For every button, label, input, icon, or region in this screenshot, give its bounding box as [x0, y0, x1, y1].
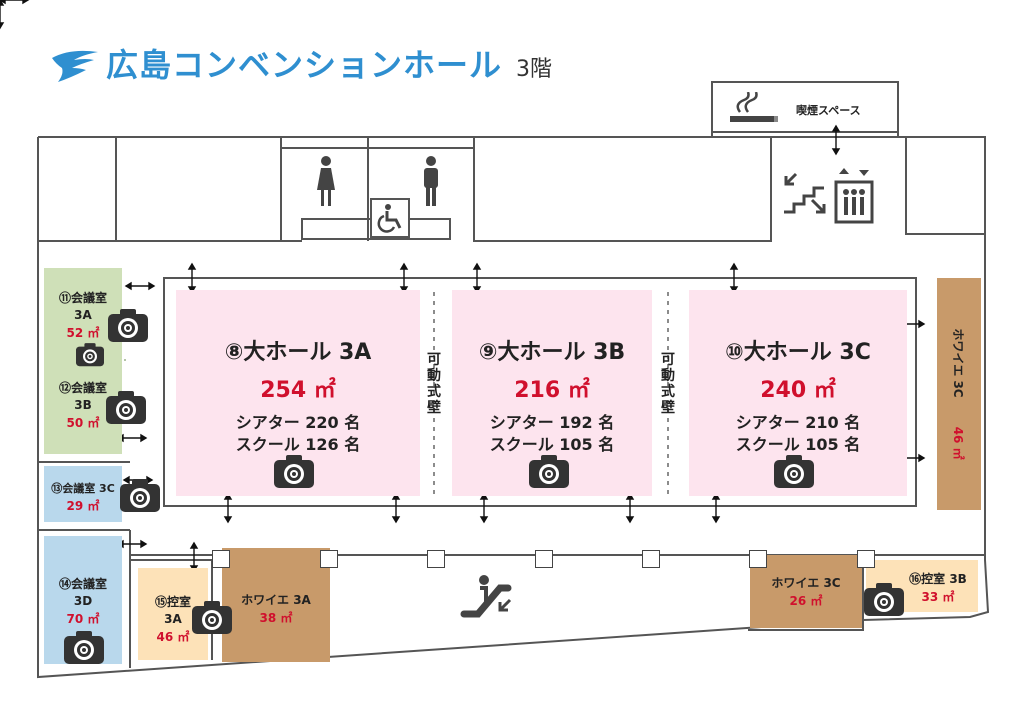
room-name: ホワイエ 3A [241, 593, 311, 607]
room-name: ⑪会議室 [58, 291, 107, 305]
room-sub: 3B [74, 398, 92, 412]
hall-capacity: シアター 220 名 スクール 126 名 [176, 412, 420, 456]
floor-label: 3階 [516, 57, 553, 82]
hall-name: ⑩大ホール 3C [725, 340, 871, 365]
room-area: 29 ㎡ [66, 499, 100, 513]
meeting-room-3b[interactable]: ⑫会議室 3B 50 ㎡ [44, 380, 122, 431]
accessible-restroom [370, 198, 410, 238]
theater-capacity: シアター 210 名 [735, 413, 861, 432]
meeting-room-3a[interactable]: ⑪会議室 3A 52 ㎡ [44, 290, 122, 341]
hall-capacity: シアター 192 名 スクール 105 名 [452, 412, 652, 456]
pillar [749, 550, 767, 568]
room-name: ホワイエ 3C [771, 576, 841, 590]
pillar [642, 550, 660, 568]
room-sub: 3D [73, 594, 93, 608]
room-name: ⑭会議室 [58, 577, 107, 591]
female-restroom-icon [317, 156, 335, 206]
hall-name: ⑨大ホール 3B [478, 340, 626, 365]
room-area: 46 ㎡ [951, 426, 965, 460]
vertical-label: ホワイエ 3C 46 ㎡ [949, 328, 969, 459]
male-restroom-icon [424, 156, 438, 206]
pillar [212, 550, 230, 568]
camera-icon[interactable] [76, 341, 106, 369]
stairs-icon [784, 172, 826, 214]
foyer-3c-side[interactable]: ホワイエ 3C 46 ㎡ [937, 278, 981, 510]
room-name: ⑬会議室 3C [51, 482, 115, 495]
room-name: ⑯控室 3B [909, 572, 967, 586]
hall-area: 254 ㎡ [260, 378, 336, 403]
room-area: 70 ㎡ [66, 612, 100, 626]
room-sub: 3A [74, 308, 92, 322]
meeting-room-3c[interactable]: ⑬会議室 3C 29 ㎡ [44, 466, 122, 522]
elevator-icon [834, 168, 874, 224]
room-area: 46 ㎡ [156, 630, 190, 644]
camera-icon[interactable] [108, 306, 148, 344]
room-area: 50 ㎡ [66, 416, 100, 430]
camera-icon[interactable] [274, 452, 314, 490]
camera-icon[interactable] [106, 388, 146, 426]
camera-icon[interactable] [192, 598, 232, 636]
accessible-restroom-icon [377, 204, 402, 233]
school-capacity: スクール 126 名 [235, 435, 361, 454]
smoking-icon [730, 92, 778, 122]
pillar [857, 550, 875, 568]
movable-wall-label: 可動式壁 [427, 352, 441, 416]
wing-logo-icon [52, 50, 98, 82]
foyer-3c-lower[interactable]: ホワイエ 3C 26 ㎡ [750, 555, 862, 628]
smoking-label: 喫煙スペース [796, 104, 861, 117]
room-area: 38 ㎡ [259, 611, 293, 625]
room-name: ホワイエ 3C [951, 328, 965, 398]
escalator-icon [460, 575, 512, 618]
theater-capacity: シアター 192 名 [489, 413, 615, 432]
pillar [320, 550, 338, 568]
school-capacity: スクール 105 名 [735, 435, 861, 454]
room-sub: 3A [164, 612, 182, 626]
camera-icon[interactable] [774, 452, 814, 490]
camera-icon[interactable] [120, 476, 160, 514]
hall-area: 216 ㎡ [514, 378, 590, 403]
camera-icon[interactable] [64, 628, 104, 666]
room-name: ⑮控室 [154, 595, 191, 609]
camera-icon[interactable] [864, 580, 904, 618]
venue-title: 広島コンベンションホール [106, 46, 503, 84]
room-name: ⑫会議室 [58, 381, 107, 395]
room-area: 52 ㎡ [66, 326, 100, 340]
hall-capacity: シアター 210 名 スクール 105 名 [689, 412, 907, 456]
room-area: 33 ㎡ [921, 590, 955, 604]
camera-icon[interactable] [529, 452, 569, 490]
movable-wall-label: 可動式壁 [661, 352, 675, 416]
pillar [535, 550, 553, 568]
pillar [427, 550, 445, 568]
hall-name: ⑧大ホール 3A [224, 340, 372, 365]
room-area: 26 ㎡ [789, 594, 823, 608]
smoking-area[interactable]: 喫煙スペース [722, 92, 892, 128]
foyer-3a[interactable]: ホワイエ 3A 38 ㎡ [222, 548, 330, 662]
theater-capacity: シアター 220 名 [235, 413, 361, 432]
header: 広島コンベンションホール 3階 [48, 40, 552, 86]
school-capacity: スクール 105 名 [489, 435, 615, 454]
hall-area: 240 ㎡ [760, 378, 836, 403]
